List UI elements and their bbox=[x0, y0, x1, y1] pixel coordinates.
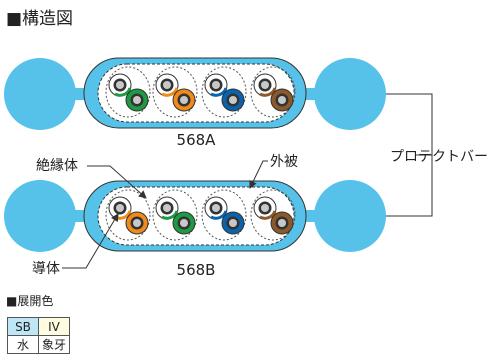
a-pair-boundary-2 bbox=[201, 66, 247, 118]
callout-insulation-leader bbox=[87, 165, 147, 199]
a-color-conductor-core-0 bbox=[133, 96, 141, 104]
callout-jacket: 外被 bbox=[270, 154, 298, 170]
legend-code-sb: SB bbox=[7, 317, 39, 336]
protector-bar-right-b bbox=[314, 180, 386, 252]
cable-568b bbox=[4, 180, 386, 252]
b-pair-boundary-3 bbox=[250, 189, 296, 241]
b-color-conductor-core-0 bbox=[133, 219, 141, 227]
label-568a: 568A bbox=[177, 131, 217, 149]
b-color-conductor-core-3 bbox=[278, 219, 286, 227]
a-stripe-0 bbox=[114, 87, 132, 97]
b-pair-boundary-0 bbox=[105, 189, 151, 241]
a-white-conductor-core-2 bbox=[212, 81, 220, 89]
title: ■構造図 bbox=[6, 9, 73, 29]
a-stripe-1 bbox=[161, 87, 179, 97]
b-stripe-1 bbox=[161, 210, 179, 220]
a-color-conductor-core-1 bbox=[180, 96, 188, 104]
a-stripe-2 bbox=[210, 87, 228, 97]
a-white-conductor-core-1 bbox=[163, 81, 171, 89]
callout-insulation: 絶縁体 bbox=[36, 158, 78, 174]
bridge-right-a bbox=[304, 88, 318, 100]
a-color-conductor-core-2 bbox=[229, 96, 237, 104]
protector-bar-right-a bbox=[314, 58, 386, 130]
legend-name-row: 水 象牙 bbox=[7, 335, 70, 354]
b-pair-boundary-1 bbox=[152, 189, 198, 241]
callout-conductor: 導体 bbox=[32, 261, 60, 277]
a-color-conductor-core-3 bbox=[278, 96, 286, 104]
a-stripe-3 bbox=[259, 87, 277, 97]
a-white-conductor-core-0 bbox=[116, 81, 124, 89]
a-white-conductor-core-3 bbox=[261, 81, 269, 89]
cable-568a bbox=[4, 57, 386, 130]
b-white-conductor-core-1 bbox=[163, 204, 171, 212]
protector-bar-left-b bbox=[4, 180, 76, 252]
a-pair-boundary-3 bbox=[250, 66, 296, 118]
legend-code-row: SB IV bbox=[7, 317, 70, 336]
b-stripe-2 bbox=[210, 210, 228, 220]
b-white-conductor-core-2 bbox=[212, 204, 220, 212]
legend-name-ivory: 象牙 bbox=[38, 335, 70, 354]
b-color-conductor-core-2 bbox=[229, 219, 237, 227]
callout-jacket-leader bbox=[249, 160, 268, 189]
b-pair-boundary-2 bbox=[201, 189, 247, 241]
label-568b: 568B bbox=[177, 261, 216, 279]
callout-protector-bar: プロテクトバー bbox=[390, 149, 488, 165]
bridge-right-b bbox=[304, 210, 318, 222]
b-white-conductor-core-3 bbox=[261, 204, 269, 212]
legend-heading: ■展開色 bbox=[6, 294, 53, 308]
legend-code-iv: IV bbox=[38, 317, 70, 336]
legend-name-water: 水 bbox=[7, 335, 39, 354]
a-pair-boundary-0 bbox=[105, 66, 151, 118]
callout-conductor-leader bbox=[62, 213, 119, 269]
b-white-conductor-core-0 bbox=[116, 204, 124, 212]
a-pair-boundary-1 bbox=[152, 66, 198, 118]
bridge-left-b bbox=[72, 210, 86, 222]
b-color-conductor-core-1 bbox=[180, 219, 188, 227]
bridge-left-a bbox=[72, 88, 86, 100]
protector-bar-left-a bbox=[4, 58, 76, 130]
color-legend: SB IV 水 象牙 bbox=[7, 317, 70, 354]
b-stripe-3 bbox=[259, 210, 277, 220]
